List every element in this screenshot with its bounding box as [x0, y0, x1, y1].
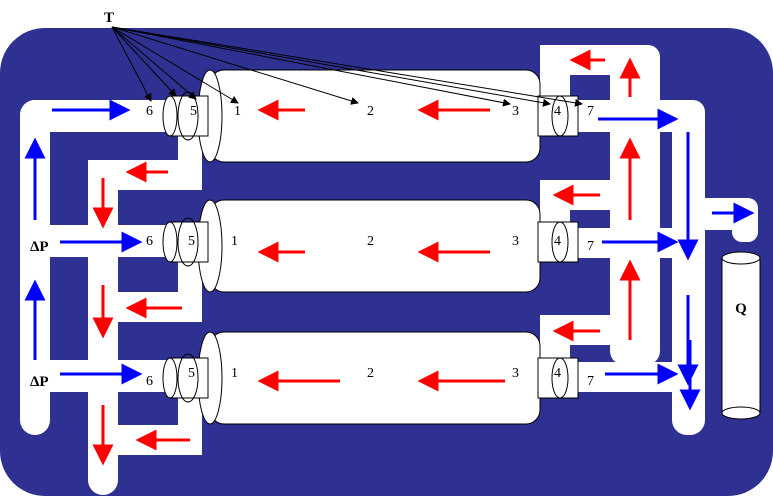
collar-right	[537, 357, 579, 399]
cold-flow-arrows	[24, 99, 755, 411]
position-label: 1	[234, 104, 241, 119]
exchanger-shell	[209, 199, 541, 293]
pressure-label: ΔP	[30, 374, 49, 390]
flow-meter: Q	[721, 251, 761, 420]
exchanger-shell	[209, 331, 541, 425]
sensor-pointer-lines	[111, 26, 583, 107]
position-label: 6	[146, 374, 153, 389]
sensor-tag-label: T	[104, 10, 114, 26]
position-label: 7	[587, 239, 594, 254]
hot-supply-stub-top	[540, 45, 570, 105]
position-label: 7	[587, 104, 594, 119]
exchanger-3	[162, 331, 579, 425]
inlet-header-top	[20, 100, 185, 132]
position-label: 3	[512, 234, 519, 249]
exchanger-1	[162, 69, 579, 163]
return-riser-mid	[178, 255, 202, 322]
exchanger-shell	[209, 69, 541, 163]
position-label: 6	[146, 234, 153, 249]
position-label: 2	[367, 234, 374, 249]
outlet-branch-bottom	[560, 362, 690, 392]
hot-flow-arrows	[92, 49, 641, 466]
collar-right	[537, 221, 579, 263]
position-label: 3	[512, 104, 519, 119]
position-label: 5	[190, 104, 197, 119]
flow-meter-label: Q	[735, 301, 747, 317]
return-riser-bottom	[178, 390, 202, 455]
hot-supply-stub-mid	[540, 180, 570, 225]
position-label: 6	[146, 104, 153, 119]
position-label: 2	[367, 104, 374, 119]
position-label: 7	[587, 374, 594, 389]
position-label: 5	[188, 234, 195, 249]
hot-supply-stub-bottom	[540, 315, 570, 360]
position-label: 4	[554, 366, 561, 381]
pressure-label: ΔP	[30, 239, 49, 255]
position-label: 4	[554, 104, 561, 119]
position-label: 3	[512, 366, 519, 381]
left-inlet-pipe	[20, 100, 50, 435]
position-label: 1	[231, 366, 238, 381]
outlet-spout	[732, 198, 758, 242]
position-label: 4	[554, 234, 561, 249]
position-label: 2	[367, 366, 374, 381]
position-label: 5	[188, 366, 195, 381]
outlet-vertical	[672, 100, 705, 435]
exchanger-2	[162, 199, 579, 293]
position-label: 1	[231, 234, 238, 249]
